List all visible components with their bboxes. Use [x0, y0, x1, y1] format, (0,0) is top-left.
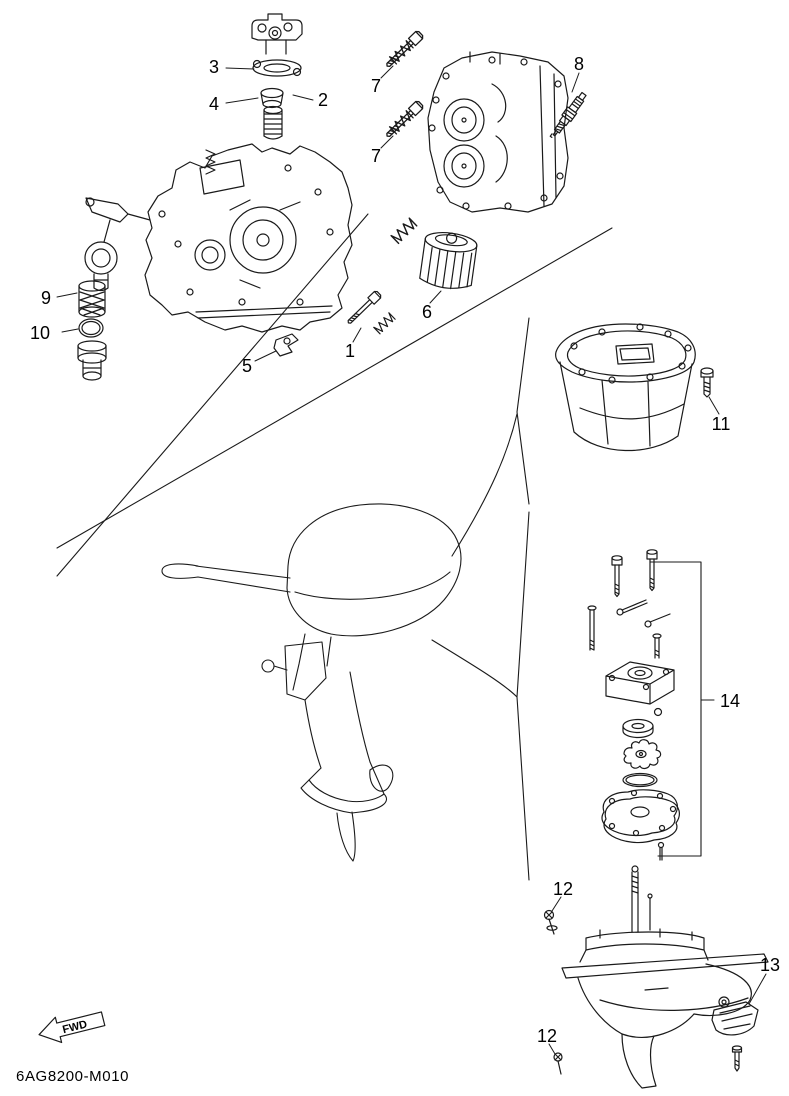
- seal-grommet-drawing: [260, 87, 284, 140]
- callout-11: 11: [711, 414, 731, 434]
- callout-1: 1: [344, 341, 356, 361]
- outboard-silhouette-drawing: [161, 503, 462, 862]
- callout-8: 8: [573, 54, 585, 74]
- gasket-drawing: [252, 59, 302, 77]
- fuel-filter-drawing: [78, 280, 106, 318]
- cylinder-block-drawing: [427, 51, 569, 213]
- callout-14: 14: [719, 691, 741, 711]
- drawing-code: 6AG8200-M010: [16, 1068, 130, 1085]
- callout-10: 10: [29, 323, 51, 343]
- oil-pan-drawing: [555, 323, 696, 452]
- bolt-with-spring-upper: [384, 30, 425, 70]
- powerhead-assembly-drawing: [84, 143, 353, 333]
- callout-12b: 12: [536, 1026, 558, 1046]
- o-ring-drawing: [78, 318, 104, 338]
- bolt-with-spring-lower: [384, 100, 425, 140]
- fwd-arrow-label: FWD: [61, 1018, 88, 1036]
- callout-2: 2: [317, 90, 329, 110]
- callout-5: 5: [241, 356, 253, 376]
- fwd-arrow: FWD: [38, 1011, 106, 1044]
- clamp-drawing: [273, 333, 299, 357]
- callout-3: 3: [208, 57, 220, 77]
- callout-4: 4: [208, 94, 220, 114]
- thermostat-cover-drawing: [251, 13, 303, 55]
- drain-bolt-spring-drawing: [373, 312, 396, 335]
- callout-13: 13: [759, 955, 781, 975]
- callout-9: 9: [40, 288, 52, 308]
- oil-filter-spring-drawing: [390, 217, 418, 245]
- callout-12a: 12: [552, 879, 574, 899]
- water-pump-exploded-drawing: [587, 549, 680, 861]
- callout-7b: 7: [370, 146, 382, 166]
- drain-bolt-drawing: [344, 289, 383, 327]
- lower-unit-drawing: [543, 865, 769, 1089]
- spark-plug-drawing: [549, 91, 587, 138]
- oil-pan-bolt-drawing: [700, 367, 714, 398]
- section-leader-lines: [56, 213, 715, 881]
- drain-plug-drawing: [77, 340, 107, 381]
- callout-6: 6: [421, 302, 433, 322]
- oil-filter-drawing: [419, 231, 478, 290]
- callout-7a: 7: [370, 76, 382, 96]
- callout-leader-lines: [56, 65, 767, 1055]
